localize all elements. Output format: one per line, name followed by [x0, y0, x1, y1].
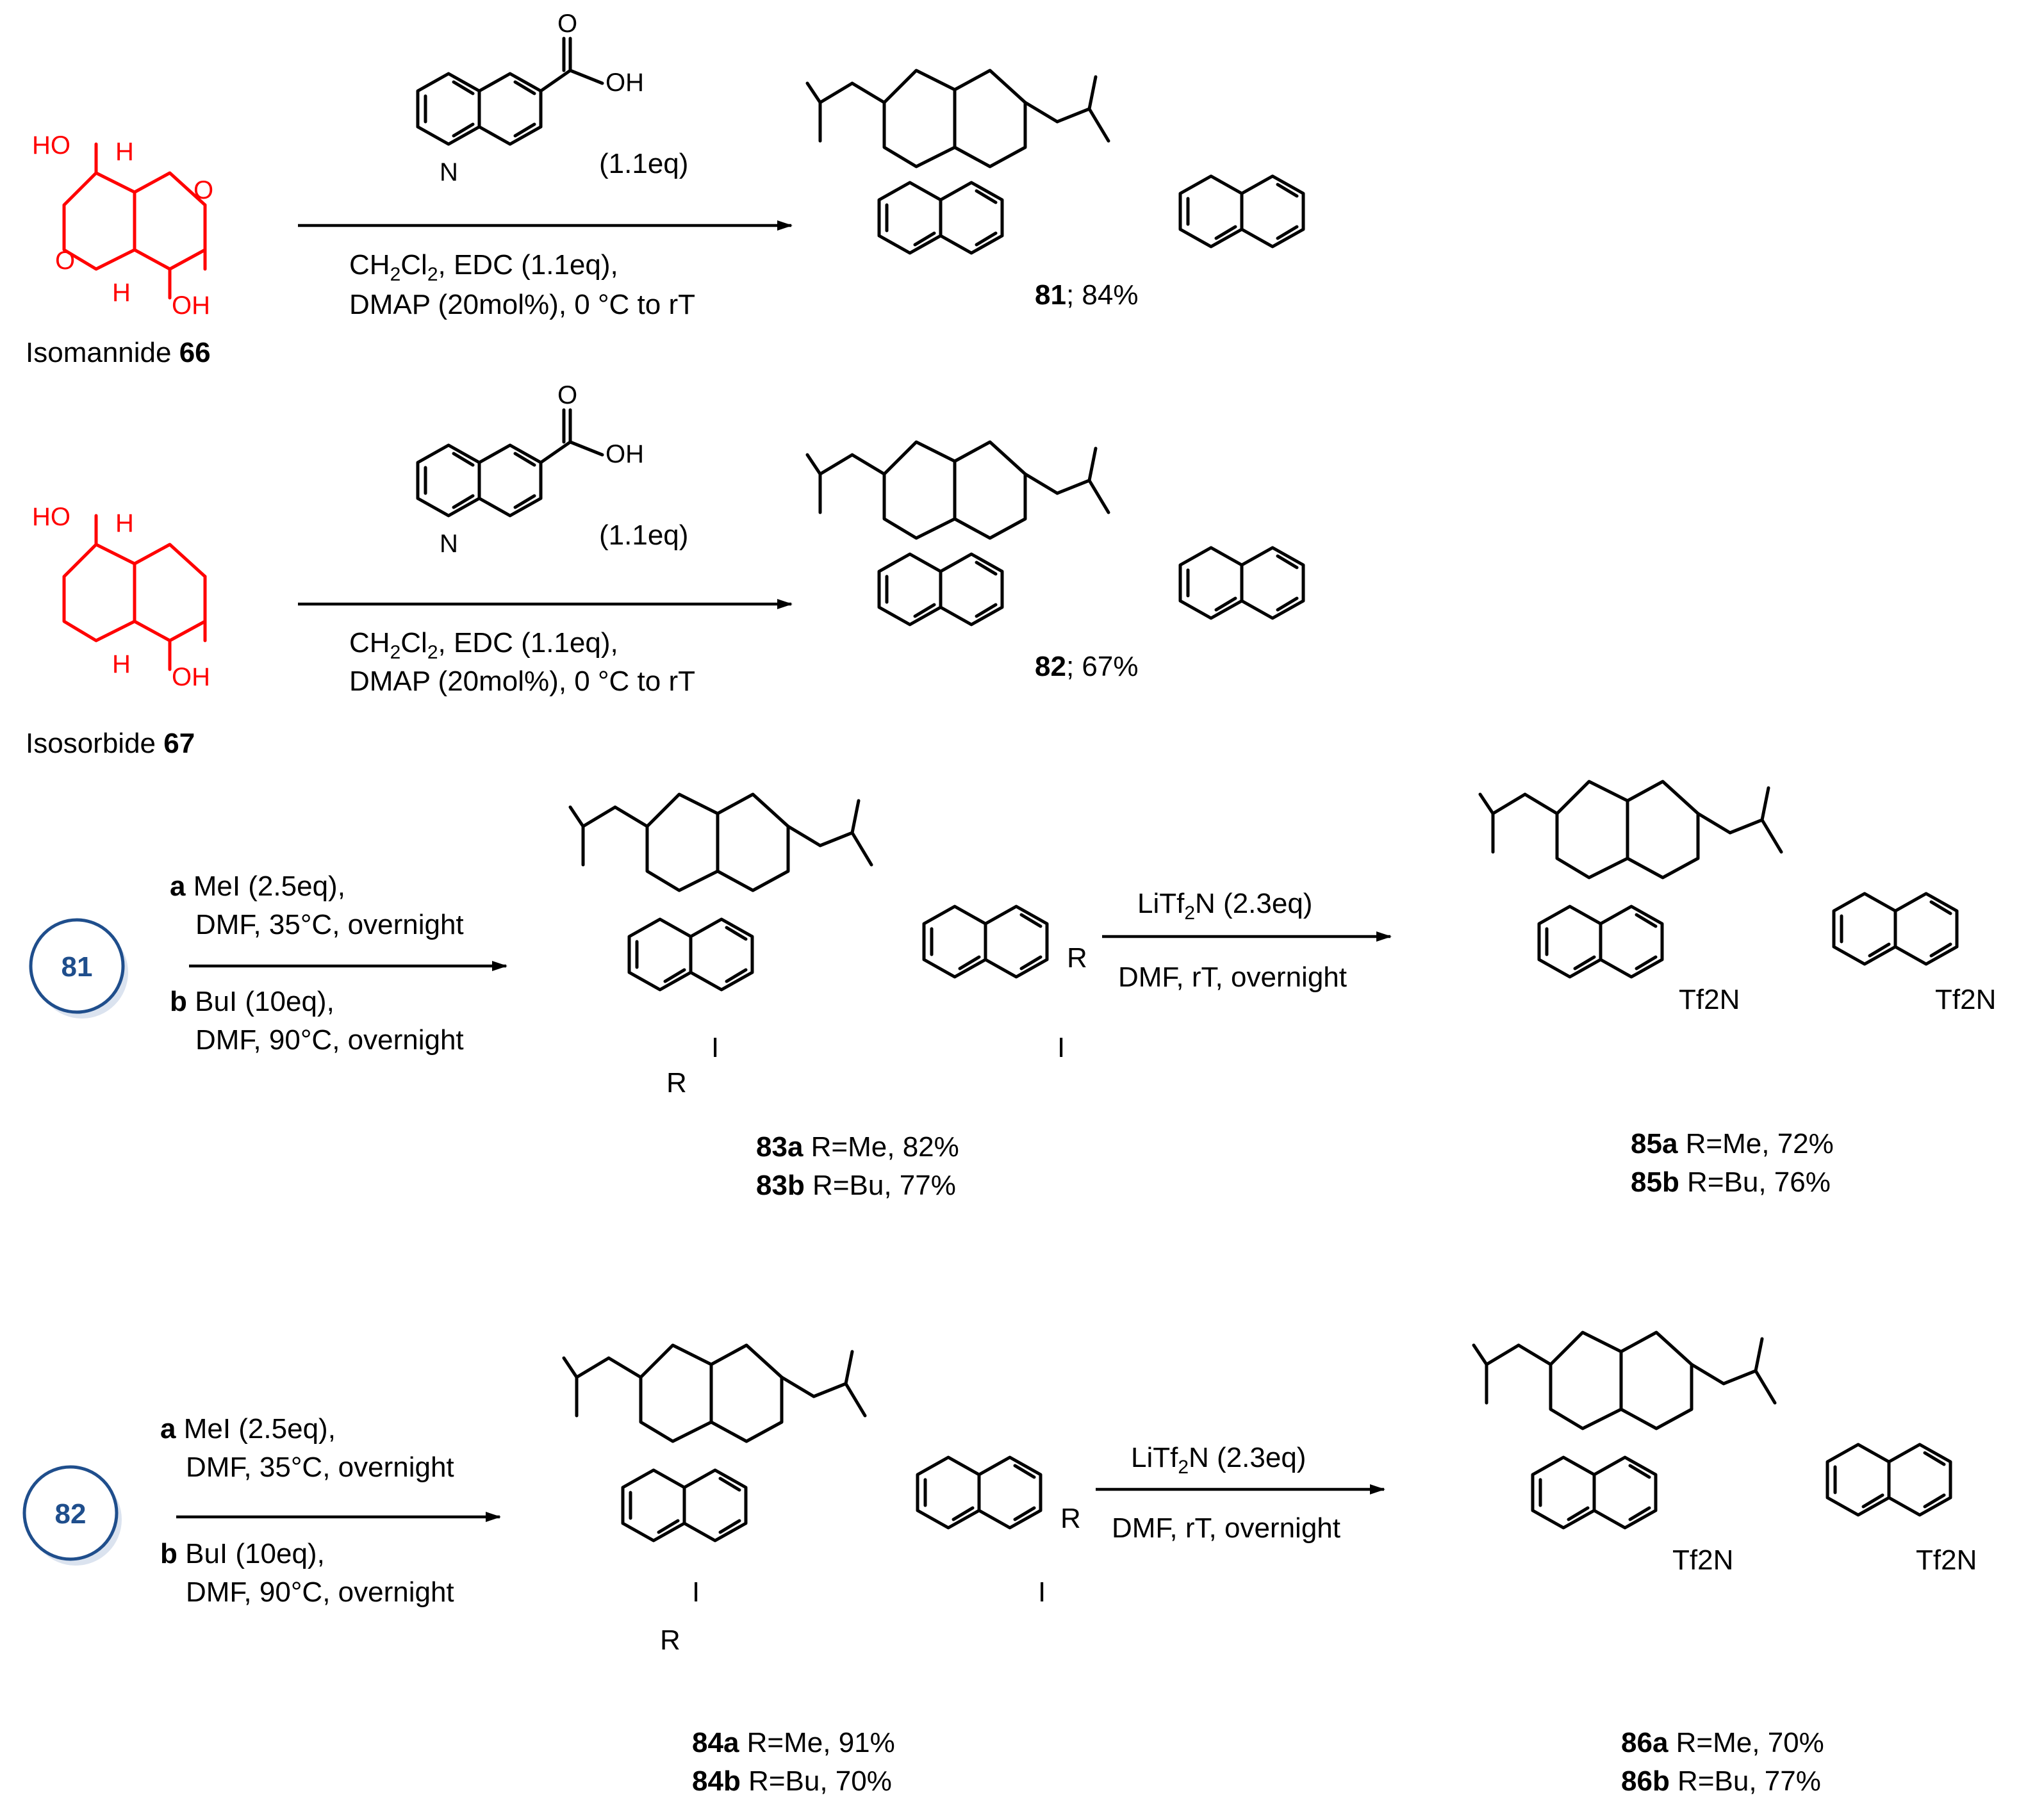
- row1-reagent-acid: N O OH (1.1eq): [418, 10, 688, 186]
- row1-ring-o: O: [194, 176, 213, 204]
- row4-mid-r-2: R: [1060, 1503, 1081, 1534]
- row2-starting-material: HO OH H H Isosorbide 67: [26, 503, 210, 759]
- row2-product-num: 82; 67%: [1035, 651, 1138, 682]
- row2-acid-o: O: [557, 381, 577, 409]
- row1-product-num: 81; 84%: [1035, 279, 1138, 311]
- row4-mid-iodide-2: I: [1038, 1576, 1046, 1608]
- row1-acid-n: N: [440, 158, 458, 186]
- row1-sm-caption: Isomannide 66: [26, 337, 211, 368]
- row3-final-tf2n-2: Tf2N: [1935, 984, 1996, 1015]
- row2-ho-label: HO: [32, 503, 70, 531]
- row4-step-a-2: DMF, 35°C, overnight: [186, 1452, 454, 1483]
- row4-final-a: 86a R=Me, 70%: [1621, 1727, 1824, 1758]
- row2-reagent-eq: (1.1eq): [599, 520, 688, 551]
- row1-condition-1: CH2Cl2, EDC (1.1eq),: [349, 249, 618, 285]
- row2-h-top: H: [115, 509, 134, 537]
- row4-step-b-1: b BuI (10eq),: [160, 1538, 325, 1569]
- row4-mid-a: 84a R=Me, 91%: [692, 1727, 895, 1758]
- row1-condition-2: DMAP (20mol%), 0 °C to rT: [349, 289, 695, 320]
- row1-product: 81; 84%: [807, 70, 1303, 311]
- row3-intermediate: I I R R 83a R=Me, 82% 83b R=Bu, 77%: [570, 794, 1087, 1201]
- row4-cond2-2: DMF, rT, overnight: [1112, 1512, 1340, 1544]
- row1-ho-label: HO: [32, 131, 70, 160]
- row3-cond2-2: DMF, rT, overnight: [1118, 962, 1347, 993]
- row3-badge: 81: [29, 918, 128, 1019]
- row1-acid-oh: OH: [606, 69, 644, 97]
- row3-final-b: 85b R=Bu, 76%: [1631, 1166, 1831, 1198]
- row4-mid-iodide-1: I: [692, 1576, 700, 1608]
- row1-reagent-eq: (1.1eq): [599, 148, 688, 179]
- row3-final: Tf2N Tf2N 85a R=Me, 72% 85b R=Bu, 76%: [1480, 782, 1996, 1198]
- row3-badge-label: 81: [62, 951, 93, 983]
- row3-mid-iodide-2: I: [1057, 1032, 1065, 1063]
- row4-step-b-2: DMF, 90°C, overnight: [186, 1576, 454, 1608]
- row2-product: 82; 67%: [807, 442, 1303, 682]
- row2-condition-1: CH2Cl2, EDC (1.1eq),: [349, 627, 618, 663]
- row3-mid-a: 83a R=Me, 82%: [756, 1131, 959, 1163]
- row1-h-bottom: H: [112, 279, 131, 307]
- row3-step-b-2: DMF, 90°C, overnight: [195, 1024, 464, 1056]
- row2-reagent-acid: N O OH (1.1eq): [418, 381, 688, 558]
- row3-final-tf2n-1: Tf2N: [1679, 984, 1740, 1015]
- row4-mid-b: 84b R=Bu, 70%: [692, 1765, 892, 1797]
- row2-acid-oh: OH: [606, 440, 644, 468]
- row4-mid-r-1: R: [660, 1625, 680, 1656]
- row2-acid-n: N: [440, 530, 458, 558]
- row4-final: Tf2N Tf2N 86a R=Me, 70% 86b R=Bu, 77%: [1474, 1332, 1977, 1797]
- row2-condition-2: DMAP (20mol%), 0 °C to rT: [349, 666, 695, 697]
- row4-cond2-1: LiTf2N (2.3eq): [1131, 1442, 1306, 1478]
- row4-final-b: 86b R=Bu, 77%: [1621, 1765, 1821, 1797]
- row3-mid-iodide-1: I: [711, 1032, 719, 1063]
- row1-acid-o: O: [557, 10, 577, 38]
- row4-final-tf2n-2: Tf2N: [1916, 1544, 1977, 1576]
- row1-ring-o2: O: [55, 247, 75, 275]
- row3-final-a: 85a R=Me, 72%: [1631, 1128, 1834, 1159]
- row1-starting-material: HO OH H H O O Isomannide 66: [26, 131, 213, 368]
- row3-mid-b: 83b R=Bu, 77%: [756, 1170, 956, 1201]
- row3-mid-r-2: R: [1067, 942, 1087, 974]
- row1-oh-label: OH: [172, 291, 210, 320]
- row4-step-a-1: a MeI (2.5eq),: [160, 1413, 336, 1445]
- row4-badge: 82: [22, 1465, 122, 1566]
- row3-step-b-1: b BuI (10eq),: [170, 986, 334, 1017]
- row2-sm-caption: Isosorbide 67: [26, 728, 195, 759]
- row3-step-a-2: DMF, 35°C, overnight: [195, 909, 464, 940]
- row3-cond2-1: LiTf2N (2.3eq): [1137, 888, 1312, 924]
- row1-h-top: H: [115, 138, 134, 166]
- row4-final-tf2n-1: Tf2N: [1672, 1544, 1733, 1576]
- row3-mid-r-1: R: [666, 1067, 687, 1099]
- row2-h-bottom: H: [112, 650, 131, 678]
- row2-oh-label: OH: [172, 663, 210, 691]
- row4-intermediate: I I R R 84a R=Me, 91% 84b R=Bu, 70%: [564, 1345, 1081, 1797]
- row3-step-a-1: a MeI (2.5eq),: [170, 871, 345, 902]
- row4-badge-label: 82: [55, 1498, 87, 1530]
